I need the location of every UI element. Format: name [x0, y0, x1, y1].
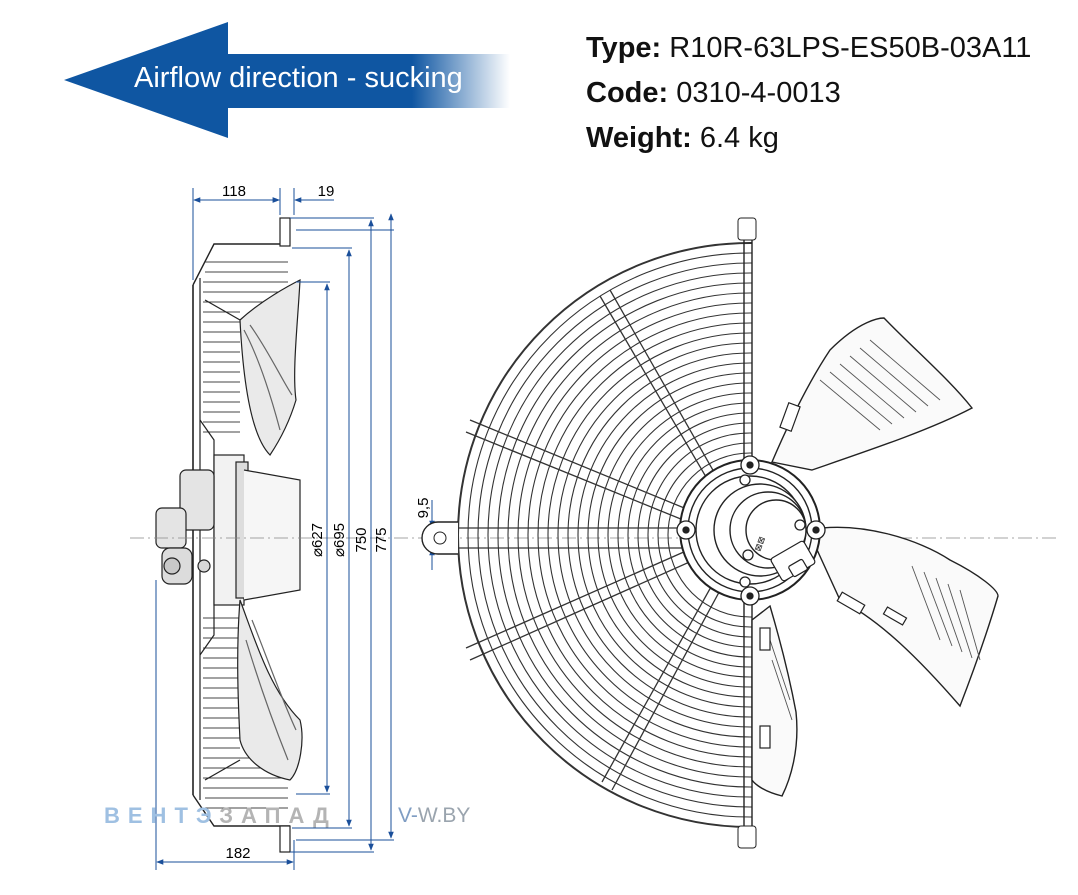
dim-118: 118 — [222, 183, 246, 200]
spec-key: Type: — [586, 32, 662, 64]
spec-weight: Weight: 6.4 kg — [586, 116, 1031, 161]
spec-value: R10R-63LPS-ES50B-03A11 — [669, 32, 1032, 64]
front-view: ⊠⊠ — [421, 217, 999, 849]
airflow-arrow: Airflow direction - sucking — [64, 22, 510, 138]
watermark-brand: ВЕНТЭЗАПАД — [104, 803, 337, 829]
spec-type: Type: R10R-63LPS-ES50B-03A11 — [586, 26, 1031, 71]
site-prefix: V- — [398, 804, 418, 827]
side-view — [155, 217, 303, 853]
dim-dia-695: ⌀695 — [331, 523, 348, 557]
watermark-site: V-W.BY — [398, 804, 470, 828]
dim-182: 182 — [225, 845, 250, 862]
site-suffix: W.BY — [417, 804, 471, 827]
dimension-lines — [155, 188, 450, 870]
dim-750: 750 — [353, 527, 370, 552]
spec-code: Code: 0310-4-0013 — [586, 71, 1031, 116]
spec-value: 6.4 kg — [699, 122, 779, 154]
dim-19: 19 — [318, 183, 335, 200]
dim-775: 775 — [373, 527, 390, 552]
spec-key: Weight: — [586, 122, 692, 154]
spec-value: 0310-4-0013 — [676, 77, 841, 109]
dim-hole-9-5: 9,5 — [415, 498, 432, 519]
airflow-label: Airflow direction - sucking — [134, 62, 463, 94]
watermark-part1: ВЕНТЭ — [104, 803, 220, 828]
motor-logo: ⊠⊠ — [752, 535, 767, 553]
watermark-part2: ЗАПАД — [219, 803, 337, 828]
spec-key: Code: — [586, 77, 669, 109]
arrow-left-icon — [64, 22, 510, 138]
dim-dia-627: ⌀627 — [309, 523, 326, 557]
spec-block: Type: R10R-63LPS-ES50B-03A11 Code: 0310-… — [586, 26, 1031, 161]
